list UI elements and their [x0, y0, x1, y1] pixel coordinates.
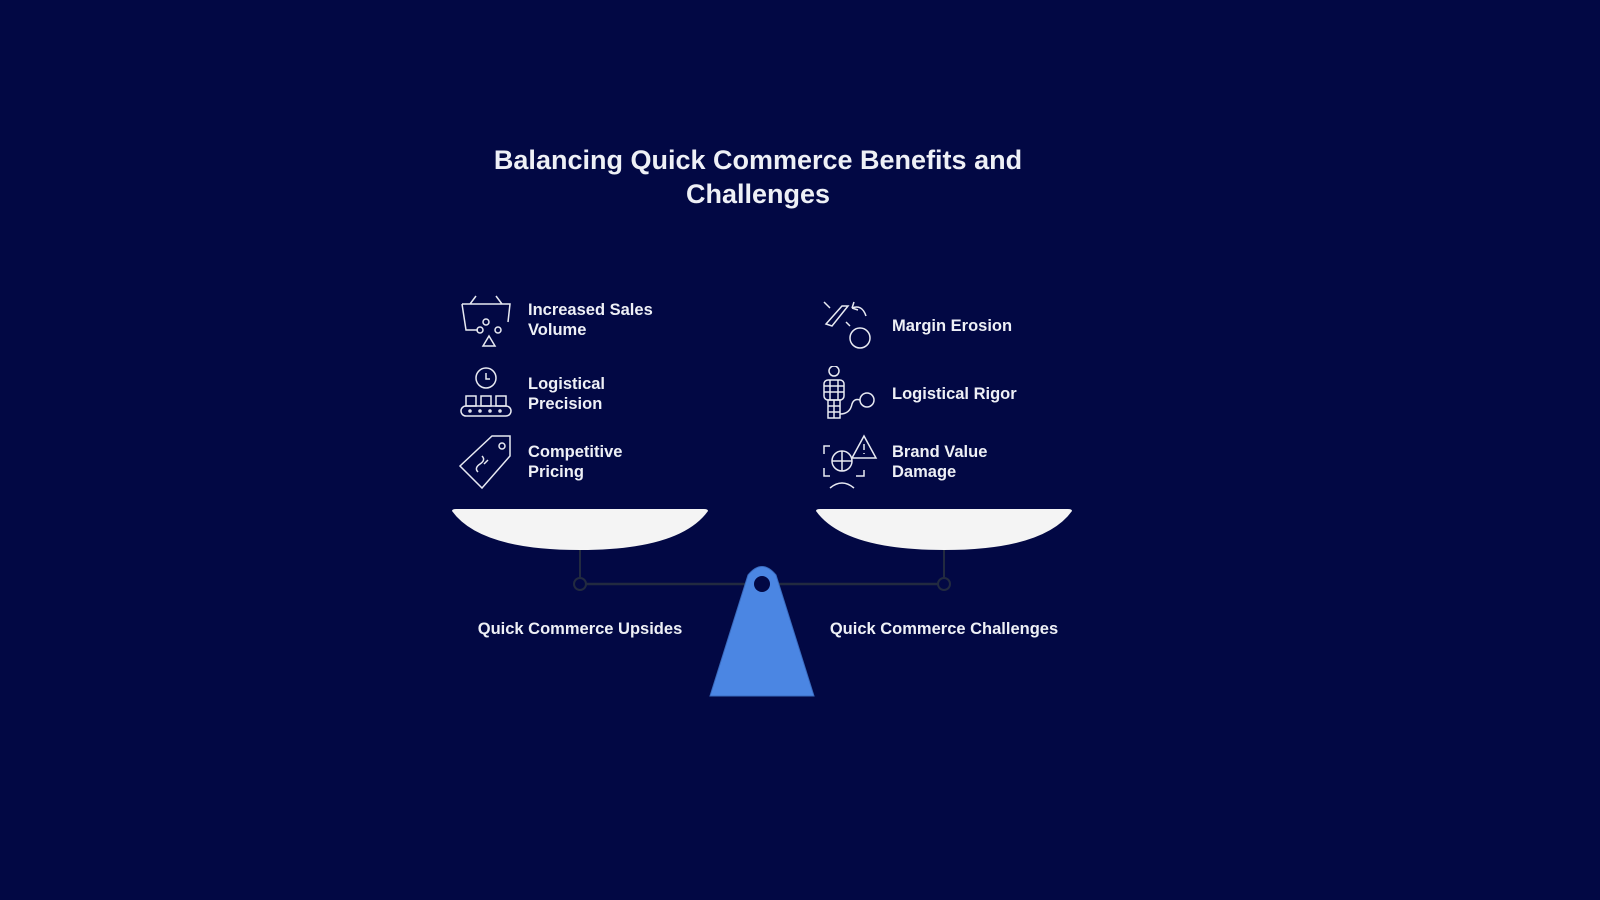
- upsides-label: Quick Commerce Upsides: [477, 620, 683, 638]
- challenge-label: Logistical Rigor: [892, 385, 1017, 403]
- erosion-icon: [823, 301, 871, 349]
- upside-label: Competitive Pricing: [528, 443, 623, 481]
- upside-item: Increased Sales Volume: [458, 292, 678, 348]
- fulcrum-hole: [754, 576, 770, 592]
- challenge-item: Logistical Rigor: [822, 366, 1042, 422]
- challenge-label: Margin Erosion: [892, 317, 1013, 335]
- page-title: Balancing Quick Commerce Benefits and Ch…: [493, 145, 1023, 209]
- challenges-label: Quick Commerce Challenges: [829, 620, 1059, 638]
- price-tag-icon: [458, 435, 511, 490]
- fulcrum: [709, 566, 815, 697]
- upside-label: Increased Sales Volume: [528, 301, 653, 339]
- right-pan: [816, 509, 1072, 550]
- upside-item: Logistical Precision: [458, 366, 678, 422]
- right-pivot: [937, 577, 951, 591]
- challenge-item: Brand Value Damage: [822, 434, 1042, 490]
- challenge-label: Brand Value Damage: [892, 443, 988, 481]
- left-pan: [452, 509, 708, 550]
- worker-icon: [823, 366, 875, 419]
- upside-item: Competitive Pricing: [458, 434, 678, 490]
- conveyor-clock-icon: [460, 367, 512, 417]
- brand-warning-icon: [823, 434, 878, 489]
- challenge-item: Margin Erosion: [822, 298, 1042, 354]
- upside-label: Logistical Precision: [528, 375, 606, 413]
- basket-icon: [461, 295, 511, 347]
- left-pivot: [573, 577, 587, 591]
